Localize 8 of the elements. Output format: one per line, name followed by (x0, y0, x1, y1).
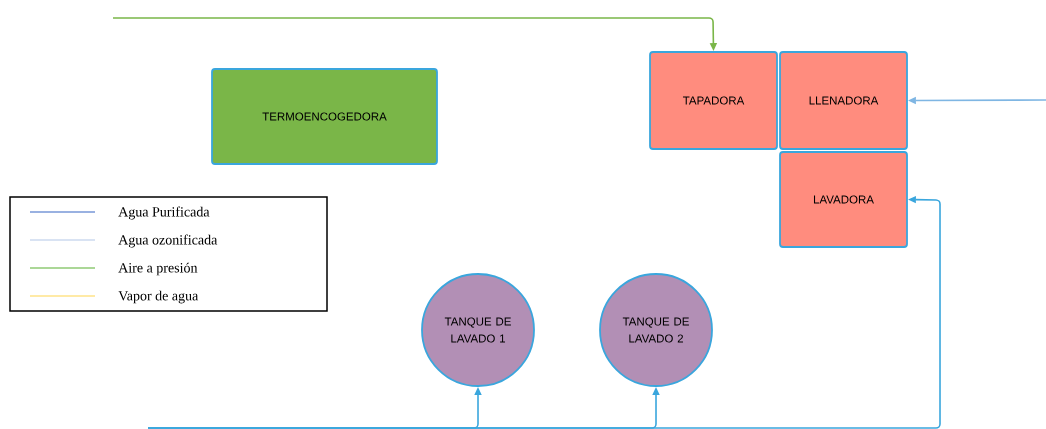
process-box: TERMOENCOGEDORA (211, 68, 438, 165)
process-box: LAVADORA (779, 151, 908, 248)
legend-text: Agua ozonificada (118, 234, 218, 248)
process-box: LLENADORA (779, 51, 908, 150)
legend-text: Vapor de agua (118, 290, 199, 304)
process-box: TAPADORA (649, 51, 778, 150)
legend-text: Agua Purificada (118, 206, 210, 220)
legend-text: Aire a presión (118, 262, 198, 276)
